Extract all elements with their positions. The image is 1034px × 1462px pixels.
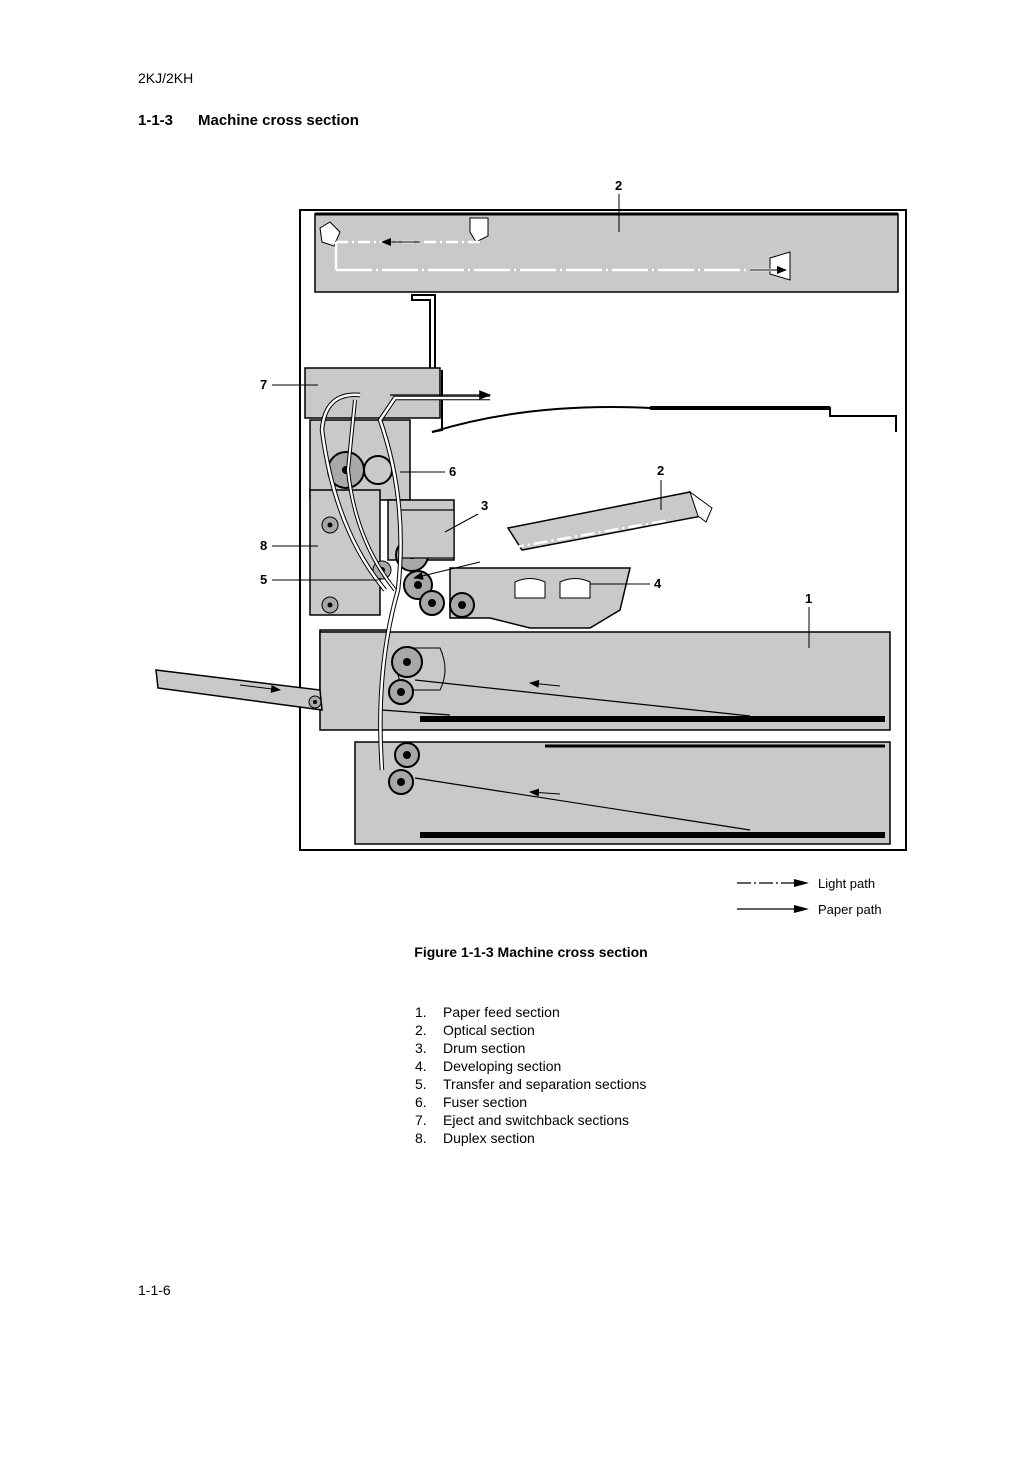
machine-frame — [299, 209, 907, 851]
callout-2-top: 2 — [615, 178, 622, 193]
section-heading: 1-1-3 Machine cross section — [138, 112, 359, 129]
item-name: Developing section — [443, 1058, 562, 1074]
list-item: 5. Transfer and separation sections — [415, 1075, 646, 1093]
list-item: 1. Paper feed section — [415, 1003, 646, 1021]
solid-arrow-icon — [737, 905, 809, 913]
callout-7: 7 — [260, 377, 267, 392]
page-number: 1-1-6 — [138, 1282, 171, 1298]
figure-caption: Figure 1-1-3 Machine cross section — [414, 944, 648, 960]
list-item: 6. Fuser section — [415, 1093, 646, 1111]
laser-scanner-unit — [413, 490, 713, 580]
callout-3: 3 — [481, 498, 488, 513]
paper-cassette-upper — [319, 631, 891, 731]
item-name: Paper feed section — [443, 1004, 560, 1020]
dash-dot-arrow-icon — [737, 879, 809, 887]
item-name: Fuser section — [443, 1094, 528, 1110]
item-name: Eject and switchback sections — [443, 1112, 629, 1128]
developing-drum-area — [399, 509, 631, 629]
item-name: Drum section — [443, 1040, 526, 1056]
machine-cross-section-diagram: 2 7 6 2 3 8 5 4 1 — [155, 178, 907, 851]
path-legend: Light path Paper path — [736, 870, 882, 922]
callout-6: 6 — [449, 464, 456, 479]
list-item: 3. Drum section — [415, 1039, 646, 1057]
callout-2-mid: 2 — [657, 463, 664, 478]
item-index: 6. — [415, 1094, 427, 1110]
list-item: 8. Duplex section — [415, 1129, 646, 1147]
legend-light-path: Light path — [736, 870, 882, 896]
parts-list: 1. Paper feed section 2. Optical section 3… — [415, 1003, 646, 1147]
item-index: 3. — [415, 1040, 427, 1056]
list-item: 4. Developing section — [415, 1057, 646, 1075]
item-index: 1. — [415, 1004, 427, 1020]
body-top-curve — [431, 406, 897, 433]
item-index: 8. — [415, 1130, 427, 1146]
item-name: Duplex section — [443, 1130, 535, 1146]
model-code: 2KJ/2KH — [138, 70, 194, 86]
legend-label: Light path — [818, 875, 876, 891]
paper-cassette-lower — [354, 741, 891, 845]
section-number: 1-1-3 — [138, 112, 174, 129]
callout-4: 4 — [654, 576, 662, 591]
item-name: Optical section — [443, 1022, 535, 1038]
item-index: 2. — [415, 1022, 427, 1038]
scanner-unit — [314, 212, 899, 371]
item-index: 5. — [415, 1076, 427, 1092]
list-item: 2. Optical section — [415, 1021, 646, 1039]
item-index: 7. — [415, 1112, 427, 1128]
legend-label: Paper path — [818, 901, 882, 917]
section-title: Machine cross section — [198, 112, 359, 129]
item-index: 4. — [415, 1058, 427, 1074]
legend-paper-path: Paper path — [736, 896, 882, 922]
list-item: 7. Eject and switchback sections — [415, 1111, 646, 1129]
bypass-tray — [155, 669, 323, 711]
callout-1: 1 — [805, 591, 812, 606]
callout-labels: 2 7 6 2 3 8 5 4 1 — [260, 178, 812, 648]
callout-8: 8 — [260, 538, 267, 553]
item-name: Transfer and separation sections — [443, 1076, 647, 1092]
callout-5: 5 — [260, 572, 267, 587]
paper-path — [319, 390, 492, 771]
